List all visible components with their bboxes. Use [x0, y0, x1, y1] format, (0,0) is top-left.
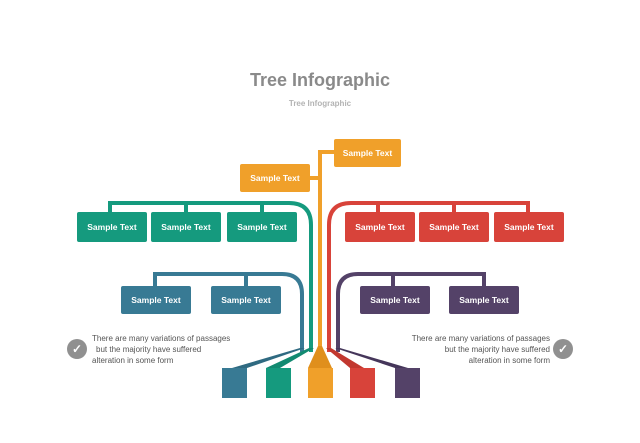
- note-right-line-3: alteration in some form: [468, 356, 550, 365]
- blue-box-2: Sample Text: [211, 286, 281, 314]
- purple-branch: [336, 272, 486, 352]
- orange-mid-box: Sample Text: [240, 164, 310, 192]
- root-blue: [232, 348, 305, 368]
- green-box-1: Sample Text: [77, 212, 147, 242]
- root-purple: [335, 348, 408, 368]
- tree-roots: [222, 346, 420, 398]
- page-title: Tree Infographic: [249, 70, 391, 90]
- note-left-line-1: There are many variations of passages: [92, 334, 231, 343]
- root-green-block: [266, 368, 291, 398]
- green-box-2: Sample Text: [151, 212, 221, 242]
- page-subtitle: Tree Infographic: [288, 99, 352, 108]
- purple-box-2: Sample Text: [449, 286, 519, 314]
- note-left-line-3: alteration in some form: [92, 356, 174, 365]
- red-branch: [327, 201, 530, 352]
- note-left: There are many variations of passages bu…: [92, 333, 262, 366]
- root-orange: [308, 346, 332, 368]
- red-box-1: Sample Text: [345, 212, 415, 242]
- check-circle-icon: ✓: [67, 339, 87, 359]
- purple-box-1: Sample Text: [360, 286, 430, 314]
- root-red-block: [350, 368, 375, 398]
- blue-box-1: Sample Text: [121, 286, 191, 314]
- red-box-3: Sample Text: [494, 212, 564, 242]
- note-right: There are many variations of passages bu…: [380, 333, 550, 366]
- root-green: [266, 348, 314, 368]
- root-orange-block: [308, 368, 333, 398]
- green-box-3: Sample Text: [227, 212, 297, 242]
- blue-branch: [153, 272, 304, 352]
- red-box-2: Sample Text: [419, 212, 489, 242]
- note-right-line-2: but the majority have suffered: [444, 345, 550, 354]
- root-red: [326, 348, 364, 368]
- orange-top-box: Sample Text: [334, 139, 401, 167]
- note-left-line-2: but the majority have suffered: [96, 345, 202, 354]
- root-blue-block: [222, 368, 247, 398]
- green-branch: [108, 201, 313, 352]
- check-circle-icon: ✓: [553, 339, 573, 359]
- note-right-line-1: There are many variations of passages: [411, 334, 550, 343]
- root-purple-block: [395, 368, 420, 398]
